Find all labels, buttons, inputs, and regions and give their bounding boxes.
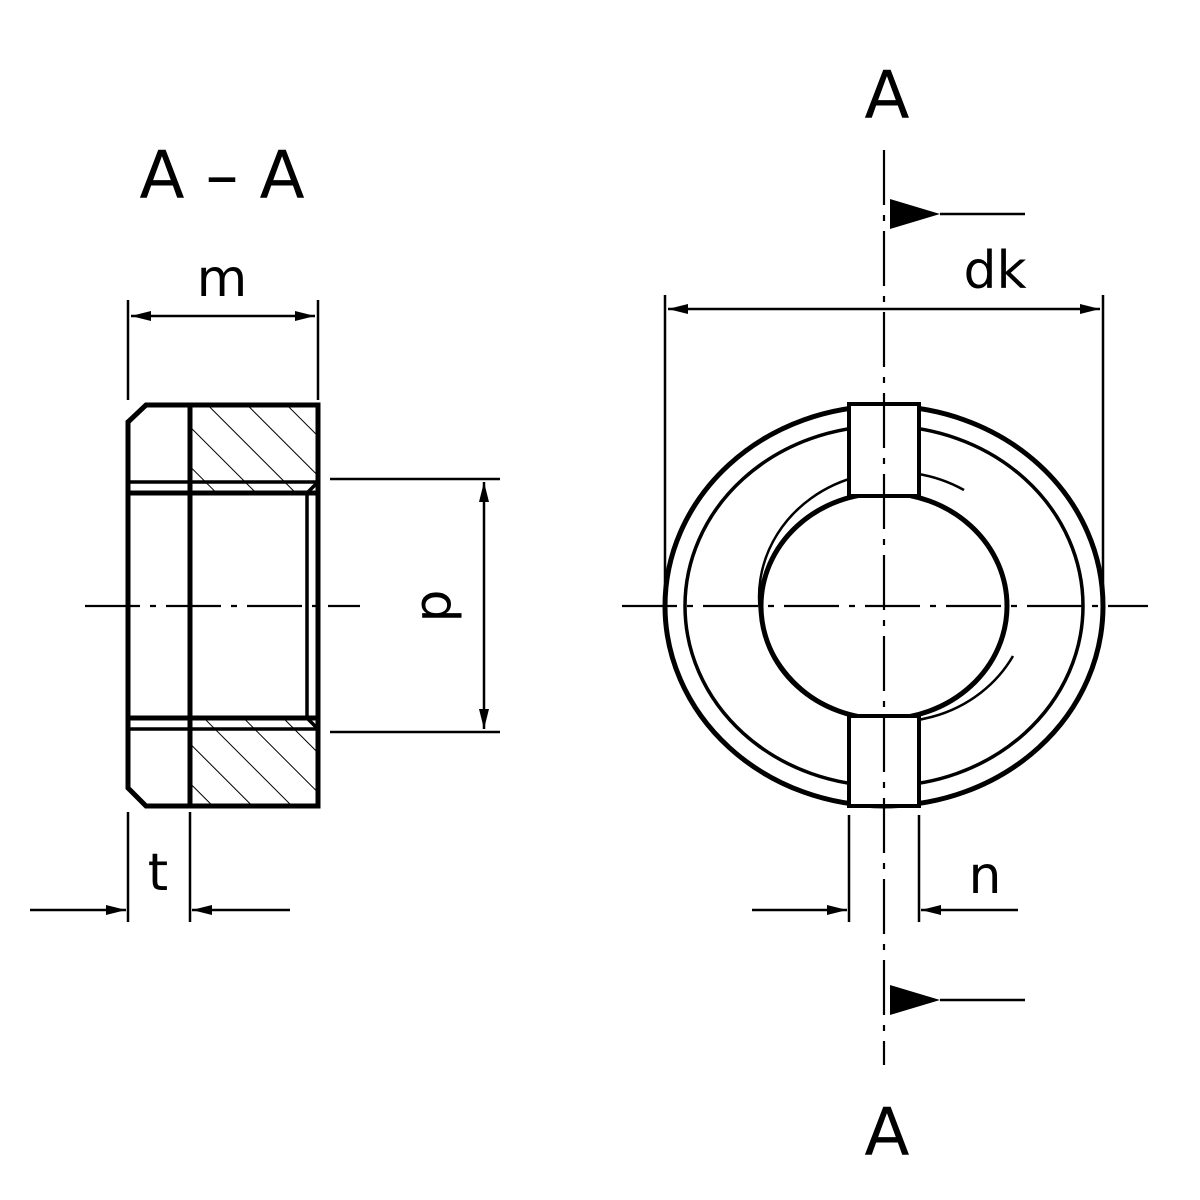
section-outline (125, 402, 321, 809)
front-view: A A dk n (622, 57, 1148, 1171)
cut-label-bottom: A (864, 1094, 909, 1171)
thread-chamfer-bottom (305, 716, 320, 731)
section-title: A – A (139, 137, 304, 214)
section-view: A – A m d t (30, 137, 500, 922)
cut-label-top: A (864, 57, 909, 134)
dim-dk-label: dk (963, 241, 1026, 301)
dim-m-label: m (197, 249, 248, 309)
dim-d-label: d (409, 589, 469, 622)
hatch-top (190, 405, 318, 493)
thread-chamfer-top (305, 480, 320, 495)
hatch-bottom (190, 718, 318, 806)
dim-t-label: t (148, 843, 168, 903)
dim-n-label: n (969, 846, 1002, 906)
